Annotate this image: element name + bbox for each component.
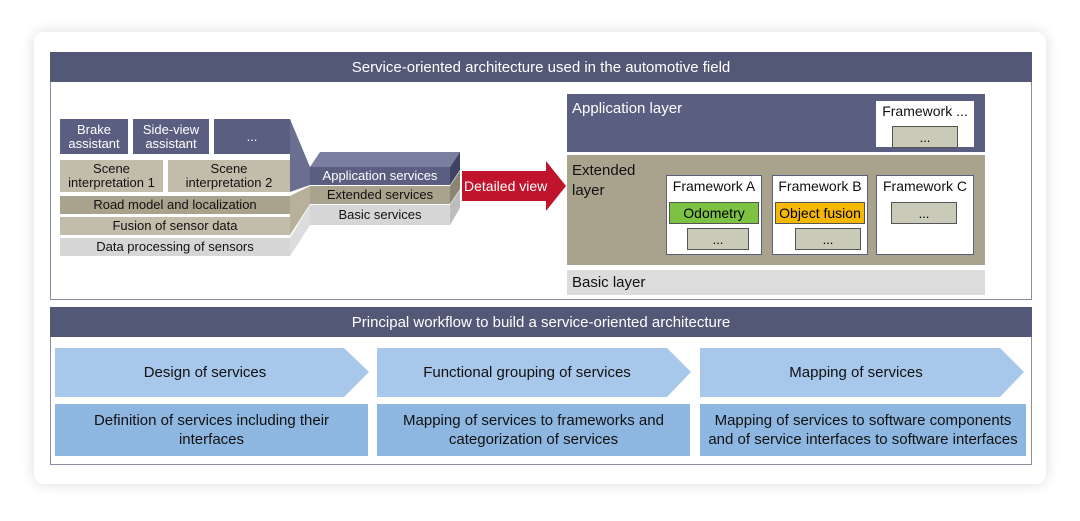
application-services-layer: Application services (310, 167, 450, 185)
top-panel (50, 82, 1032, 300)
step-3-description: Mapping of services to software componen… (700, 404, 1026, 456)
application-layer-label: Application layer (572, 100, 683, 117)
data-processing-block: Data processing of sensors (60, 238, 290, 256)
odometry-box: Odometry (669, 202, 759, 224)
scene-interpretation-1-block: Scene interpretation 1 (60, 160, 163, 192)
fusion-block: Fusion of sensor data (60, 217, 290, 235)
step-2-description: Mapping of services to frameworks and ca… (377, 404, 690, 456)
framework-top-title: Framework ... (882, 103, 968, 119)
framework-c-more-label: ... (918, 205, 930, 221)
step-2-label: Functional grouping of services (423, 364, 631, 381)
object-fusion-label: Object fusion (779, 205, 861, 221)
more-apps-block: ... (214, 119, 290, 154)
application-services-label: Application services (322, 168, 438, 184)
framework-a-title: Framework A (672, 178, 756, 194)
road-model-label: Road model and localization (93, 197, 257, 213)
side-view-assistant-block: Side-view assistant (133, 119, 209, 154)
framework-b-box: Framework B Object fusion ... (772, 175, 868, 255)
data-processing-label: Data processing of sensors (96, 239, 254, 255)
detailed-view-label: Detailed view (464, 178, 548, 194)
framework-b-more: ... (795, 228, 861, 250)
framework-a-more: ... (687, 228, 749, 250)
scene-interpretation-2-label: Scene interpretation 2 (185, 161, 273, 190)
basic-services-label: Basic services (338, 207, 422, 223)
framework-a-more-label: ... (712, 231, 724, 247)
brake-assistant-block: Brake assistant (60, 119, 128, 154)
bottom-panel (50, 337, 1032, 465)
framework-c-more: ... (891, 202, 957, 224)
brake-assistant-label: Brake assistant (68, 121, 120, 151)
odometry-label: Odometry (683, 205, 745, 221)
road-model-block: Road model and localization (60, 196, 290, 214)
side-view-assistant-label: Side-view assistant (142, 121, 200, 151)
scene-interpretation-2-block: Scene interpretation 2 (168, 160, 290, 192)
extended-services-layer: Extended services (310, 186, 450, 204)
framework-top-inner-label: ... (919, 129, 931, 145)
bottom-title: Principal workflow to build a service-or… (351, 313, 731, 331)
framework-b-title: Framework B (778, 178, 862, 194)
bottom-title-bar: Principal workflow to build a service-or… (50, 307, 1032, 337)
application-layer: Application layer Framework ... ... (567, 94, 985, 152)
basic-services-layer: Basic services (310, 205, 450, 225)
basic-layer: Basic layer (567, 270, 985, 295)
fusion-label: Fusion of sensor data (112, 218, 238, 234)
top-title-bar: Service-oriented architecture used in th… (50, 52, 1032, 82)
extended-services-label: Extended services (326, 187, 434, 203)
extended-layer-label: Extended layer (572, 162, 636, 200)
framework-c-box: Framework C ... (876, 175, 974, 255)
step-1-description: Definition of services including their i… (55, 404, 368, 456)
basic-layer-label: Basic layer (572, 274, 646, 291)
framework-c-title: Framework C (882, 178, 967, 194)
framework-b-more-label: ... (822, 231, 834, 247)
top-title: Service-oriented architecture used in th… (351, 58, 731, 76)
step-1-label: Design of services (143, 364, 267, 381)
more-apps-label: ... (246, 128, 258, 144)
framework-top-box: Framework ... ... (875, 100, 975, 148)
framework-a-box: Framework A Odometry ... (666, 175, 762, 255)
object-fusion-box: Object fusion (775, 202, 865, 224)
step-3-label: Mapping of services (789, 364, 923, 381)
framework-top-inner: ... (892, 126, 958, 148)
scene-interpretation-1-label: Scene interpretation 1 (68, 161, 155, 190)
extended-layer: Extended layer Framework A Odometry ... … (567, 155, 985, 265)
